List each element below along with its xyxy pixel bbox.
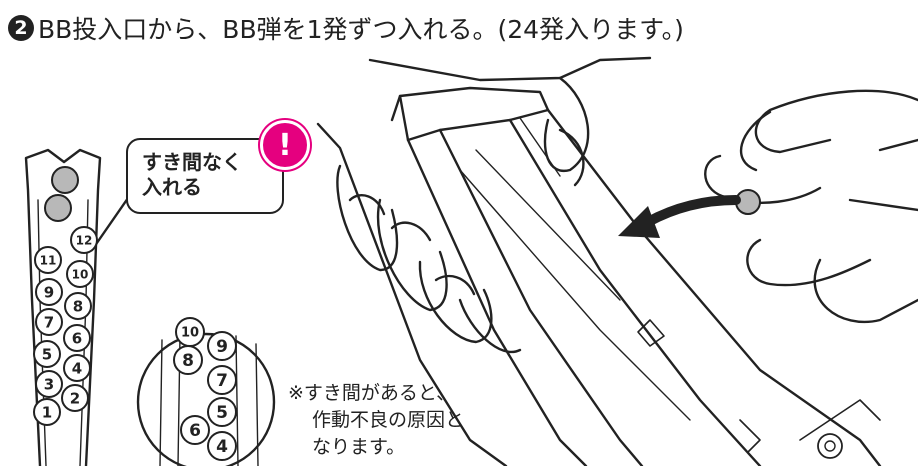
bb-pellet-label: 2 [70,389,80,407]
bb-pellet-label: 7 [216,371,228,391]
bb-pellet-label: 1 [42,403,52,421]
bb-pellet: 5 [207,397,237,427]
zoom-circle [136,332,276,466]
bb-pellet-label: 3 [44,375,54,393]
bb-pellet: 7 [35,308,63,336]
bb-pellet-label: 9 [44,283,54,301]
bb-pellet-label: 5 [216,403,228,423]
bb-pellet: 6 [180,415,210,445]
bb-pellet: 4 [63,354,91,382]
bb-pellet-label: 10 [181,326,199,341]
bb-pellet: 11 [34,246,62,274]
bb-pellet: 10 [66,260,94,288]
callout-bubble: すき間なく 入れる [126,138,284,214]
bb-pellet: 8 [64,292,92,320]
bb-pellet: 12 [70,226,98,254]
bb-pellet: 9 [35,278,63,306]
bb-pellet: 9 [207,331,237,361]
bb-pellet-label: 12 [76,233,93,247]
bb-pellet: 4 [207,431,237,461]
bb-pellet: 2 [61,384,89,412]
bb-pellet: 7 [207,365,237,395]
bb-pellet-label: 8 [73,297,83,315]
bb-pellet-label: 4 [216,437,228,457]
bb-pellet-label: 7 [44,313,54,331]
bb-pellet-gray [44,194,72,222]
bb-pellet: 5 [33,340,61,368]
exclamation-icon: ! [260,120,310,170]
zoom-bb-stack: 10 9 8 7 65 4 [173,317,237,461]
callout-text: すき間なく 入れる [142,150,242,199]
bb-pellet: 10 [175,317,205,347]
note-line-2: 作動不良の原因と [312,409,465,431]
step-heading-text: BB投入口から、BB弾を1発ずつ入れる。(24発入ります。) [38,15,684,44]
bb-pellet-label: 10 [72,267,89,281]
step-number-badge: 2 [8,15,34,41]
caution-note: ※すき間があると、 作動不良の原因と なります。 [288,380,464,461]
bb-pellet-label: 6 [189,421,201,441]
left-hand [336,56,652,354]
note-line-1: ※すき間があると、 [288,382,456,404]
note-line-3: なります。 [312,436,406,458]
bb-pellet-label: 11 [40,253,57,267]
bb-pellet: 3 [35,370,63,398]
arrow-icon [618,195,741,238]
bb-pellet-label: 6 [72,329,82,347]
bb-pellet: 6 [63,324,91,352]
exclamation-mark: ! [278,127,292,163]
bb-pellet: 1 [33,398,61,426]
bb-pellet: 8 [173,345,203,375]
bb-pellet-label: 8 [182,351,194,371]
bb-pellet-label: 5 [42,345,52,363]
bb-pellet-gray [51,166,79,194]
bb-pellet-label: 4 [72,359,82,377]
callout-pointer [90,196,130,252]
magazine-body [316,86,882,466]
bb-pellet-label: 9 [216,337,228,357]
step-heading: 2 BB投入口から、BB弾を1発ずつ入れる。(24発入ります。) [8,8,684,48]
